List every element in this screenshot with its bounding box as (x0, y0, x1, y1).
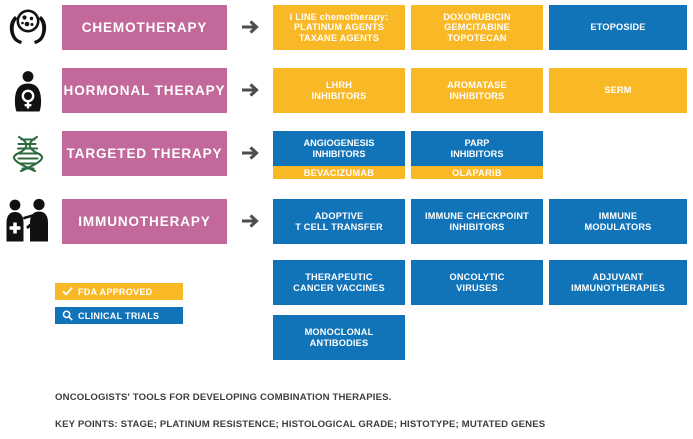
arrow-immunotherapy-icon (240, 210, 262, 232)
treatment-card-immune-checkpoint-inhibitors[interactable]: IMMUNE CHECKPOINT INHIBITORS (411, 199, 543, 244)
treatment-card-oncolytic-viruses[interactable]: ONCOLYTIC VIRUSES (411, 260, 543, 305)
treatment-card-adjuvant-immunotherapies[interactable]: ADJUVANT IMMUNOTHERAPIES (549, 260, 687, 305)
check-icon (62, 286, 73, 297)
legend-item-clinical-trials[interactable]: CLINICAL TRIALS (55, 307, 183, 324)
drug-badge-olaparib: OLAPARIB (411, 166, 543, 179)
magnifier-icon (62, 310, 73, 321)
drug-badge-bevacizumab: BEVACIZUMAB (273, 166, 405, 179)
dna-helix-icon (8, 133, 48, 175)
arrow-targeted-therapy-icon (240, 142, 262, 164)
legend-item-fda-approved[interactable]: FDA APPROVED (55, 283, 183, 300)
footer-line-1: ONCOLOGISTS' TOOLS FOR DEVELOPING COMBIN… (55, 392, 392, 403)
treatment-card-serm[interactable]: SERM (549, 68, 687, 113)
treatment-card-angiogenesis-title: ANGIOGENESIS INHIBITORS (273, 131, 405, 166)
treatment-card-aromatase-inhibitors[interactable]: AROMATASE INHIBITORS (411, 68, 543, 113)
legend-label-fda-approved: FDA APPROVED (78, 286, 153, 297)
treatment-card-angiogenesis-inhibitors[interactable]: ANGIOGENESIS INHIBITORS BEVACIZUMAB (273, 131, 405, 179)
female-patient-icon (10, 70, 46, 112)
arrow-hormonal-therapy-icon (240, 79, 262, 101)
arrow-chemotherapy-icon (240, 16, 262, 38)
category-immunotherapy[interactable]: IMMUNOTHERAPY (62, 199, 227, 244)
treatment-card-monoclonal-antibodies[interactable]: MONOCLONAL ANTIBODIES (273, 315, 405, 360)
treatment-card-parp-title: PARP INHIBITORS (411, 131, 543, 166)
treatment-card-platinum-taxane[interactable]: I LINE chemotherapy: PLATINUM AGENTS TAX… (273, 5, 405, 50)
treatment-card-therapeutic-cancer-vaccines[interactable]: THERAPEUTIC CANCER VACCINES (273, 260, 405, 305)
category-targeted-therapy[interactable]: TARGETED THERAPY (62, 131, 227, 176)
treatment-card-lhrh-inhibitors[interactable]: LHRH INHIBITORS (273, 68, 405, 113)
category-hormonal-therapy[interactable]: HORMONAL THERAPY (62, 68, 227, 113)
treatment-card-etoposide[interactable]: ETOPOSIDE (549, 5, 687, 50)
treatment-card-parp-inhibitors[interactable]: PARP INHIBITORS OLAPARIB (411, 131, 543, 179)
doctor-patient-icon (4, 198, 52, 242)
footer-line-2: KEY POINTS: STAGE; PLATINUM RESISTENCE; … (55, 419, 546, 430)
treatment-card-immune-modulators[interactable]: IMMUNE MODULATORS (549, 199, 687, 244)
cell-in-hands-icon (6, 7, 50, 47)
treatment-card-adoptive-t-cell-transfer[interactable]: ADOPTIVE T CELL TRANSFER (273, 199, 405, 244)
legend-label-clinical-trials: CLINICAL TRIALS (78, 310, 160, 321)
treatment-card-doxorubicin[interactable]: DOXORUBICIN GEMCITABINE TOPOTECAN (411, 5, 543, 50)
category-chemotherapy[interactable]: CHEMOTHERAPY (62, 5, 227, 50)
